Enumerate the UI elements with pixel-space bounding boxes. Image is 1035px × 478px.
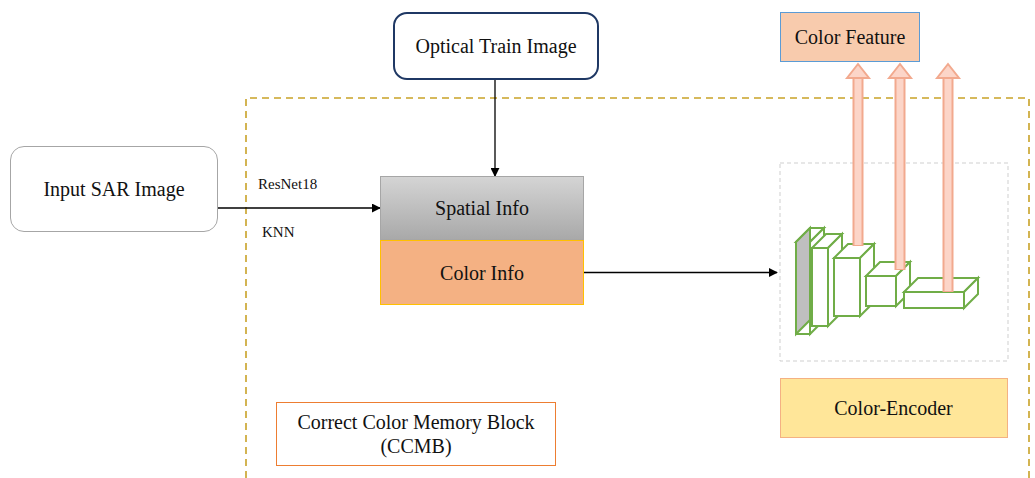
- block-shade: [796, 228, 810, 334]
- input-box: Input SAR Image: [10, 146, 218, 232]
- arrow-shaft: [897, 77, 904, 269]
- block-front: [812, 248, 828, 326]
- arrow-head: [889, 64, 911, 78]
- flow-arrow: [218, 208, 380, 209]
- output-box: Color Feature: [780, 12, 920, 62]
- method-label: KNN: [262, 224, 295, 241]
- input-box: Optical Train Image: [393, 12, 599, 80]
- feature-arrow: [889, 64, 911, 270]
- block-front: [834, 258, 860, 316]
- block-front: [866, 276, 896, 306]
- node-text: Optical Train Image: [405, 34, 586, 58]
- node-text: Color Info: [430, 261, 534, 285]
- memory-section: Spatial Info: [380, 176, 584, 240]
- arrow-head: [937, 64, 959, 78]
- encoder-frame: [780, 163, 1008, 361]
- region-outline: [246, 98, 1029, 478]
- node-text: Correct Color Memory Block (CCMB): [277, 410, 555, 458]
- arrow-line: [584, 272, 777, 273]
- block-side: [964, 278, 978, 308]
- arrow-shaft: [943, 78, 954, 292]
- node-text: Input SAR Image: [33, 177, 194, 201]
- arrow-shaft: [855, 77, 862, 245]
- node-text: Color-Encoder: [780, 378, 1008, 438]
- arrow-line: [494, 80, 495, 176]
- feature-arrow: [937, 64, 959, 292]
- method-label: ResNet18: [258, 176, 317, 193]
- arrow-shaft: [895, 78, 906, 270]
- arrow-shaft: [853, 78, 864, 246]
- node-text: Color Feature: [785, 25, 916, 49]
- flow-arrow: [584, 272, 777, 273]
- node-text: Spatial Info: [425, 196, 539, 220]
- arrow-line: [218, 207, 380, 208]
- flow-arrow: [495, 80, 496, 176]
- arrow-head: [847, 64, 869, 78]
- memory-section: Color Info: [380, 240, 584, 305]
- encoder-group: Color-Encoder: [777, 162, 1010, 438]
- block-label: Correct Color Memory Block (CCMB): [276, 402, 556, 466]
- block-front: [904, 292, 964, 308]
- arrow-shaft: [945, 77, 952, 291]
- feature-arrow: [847, 64, 869, 246]
